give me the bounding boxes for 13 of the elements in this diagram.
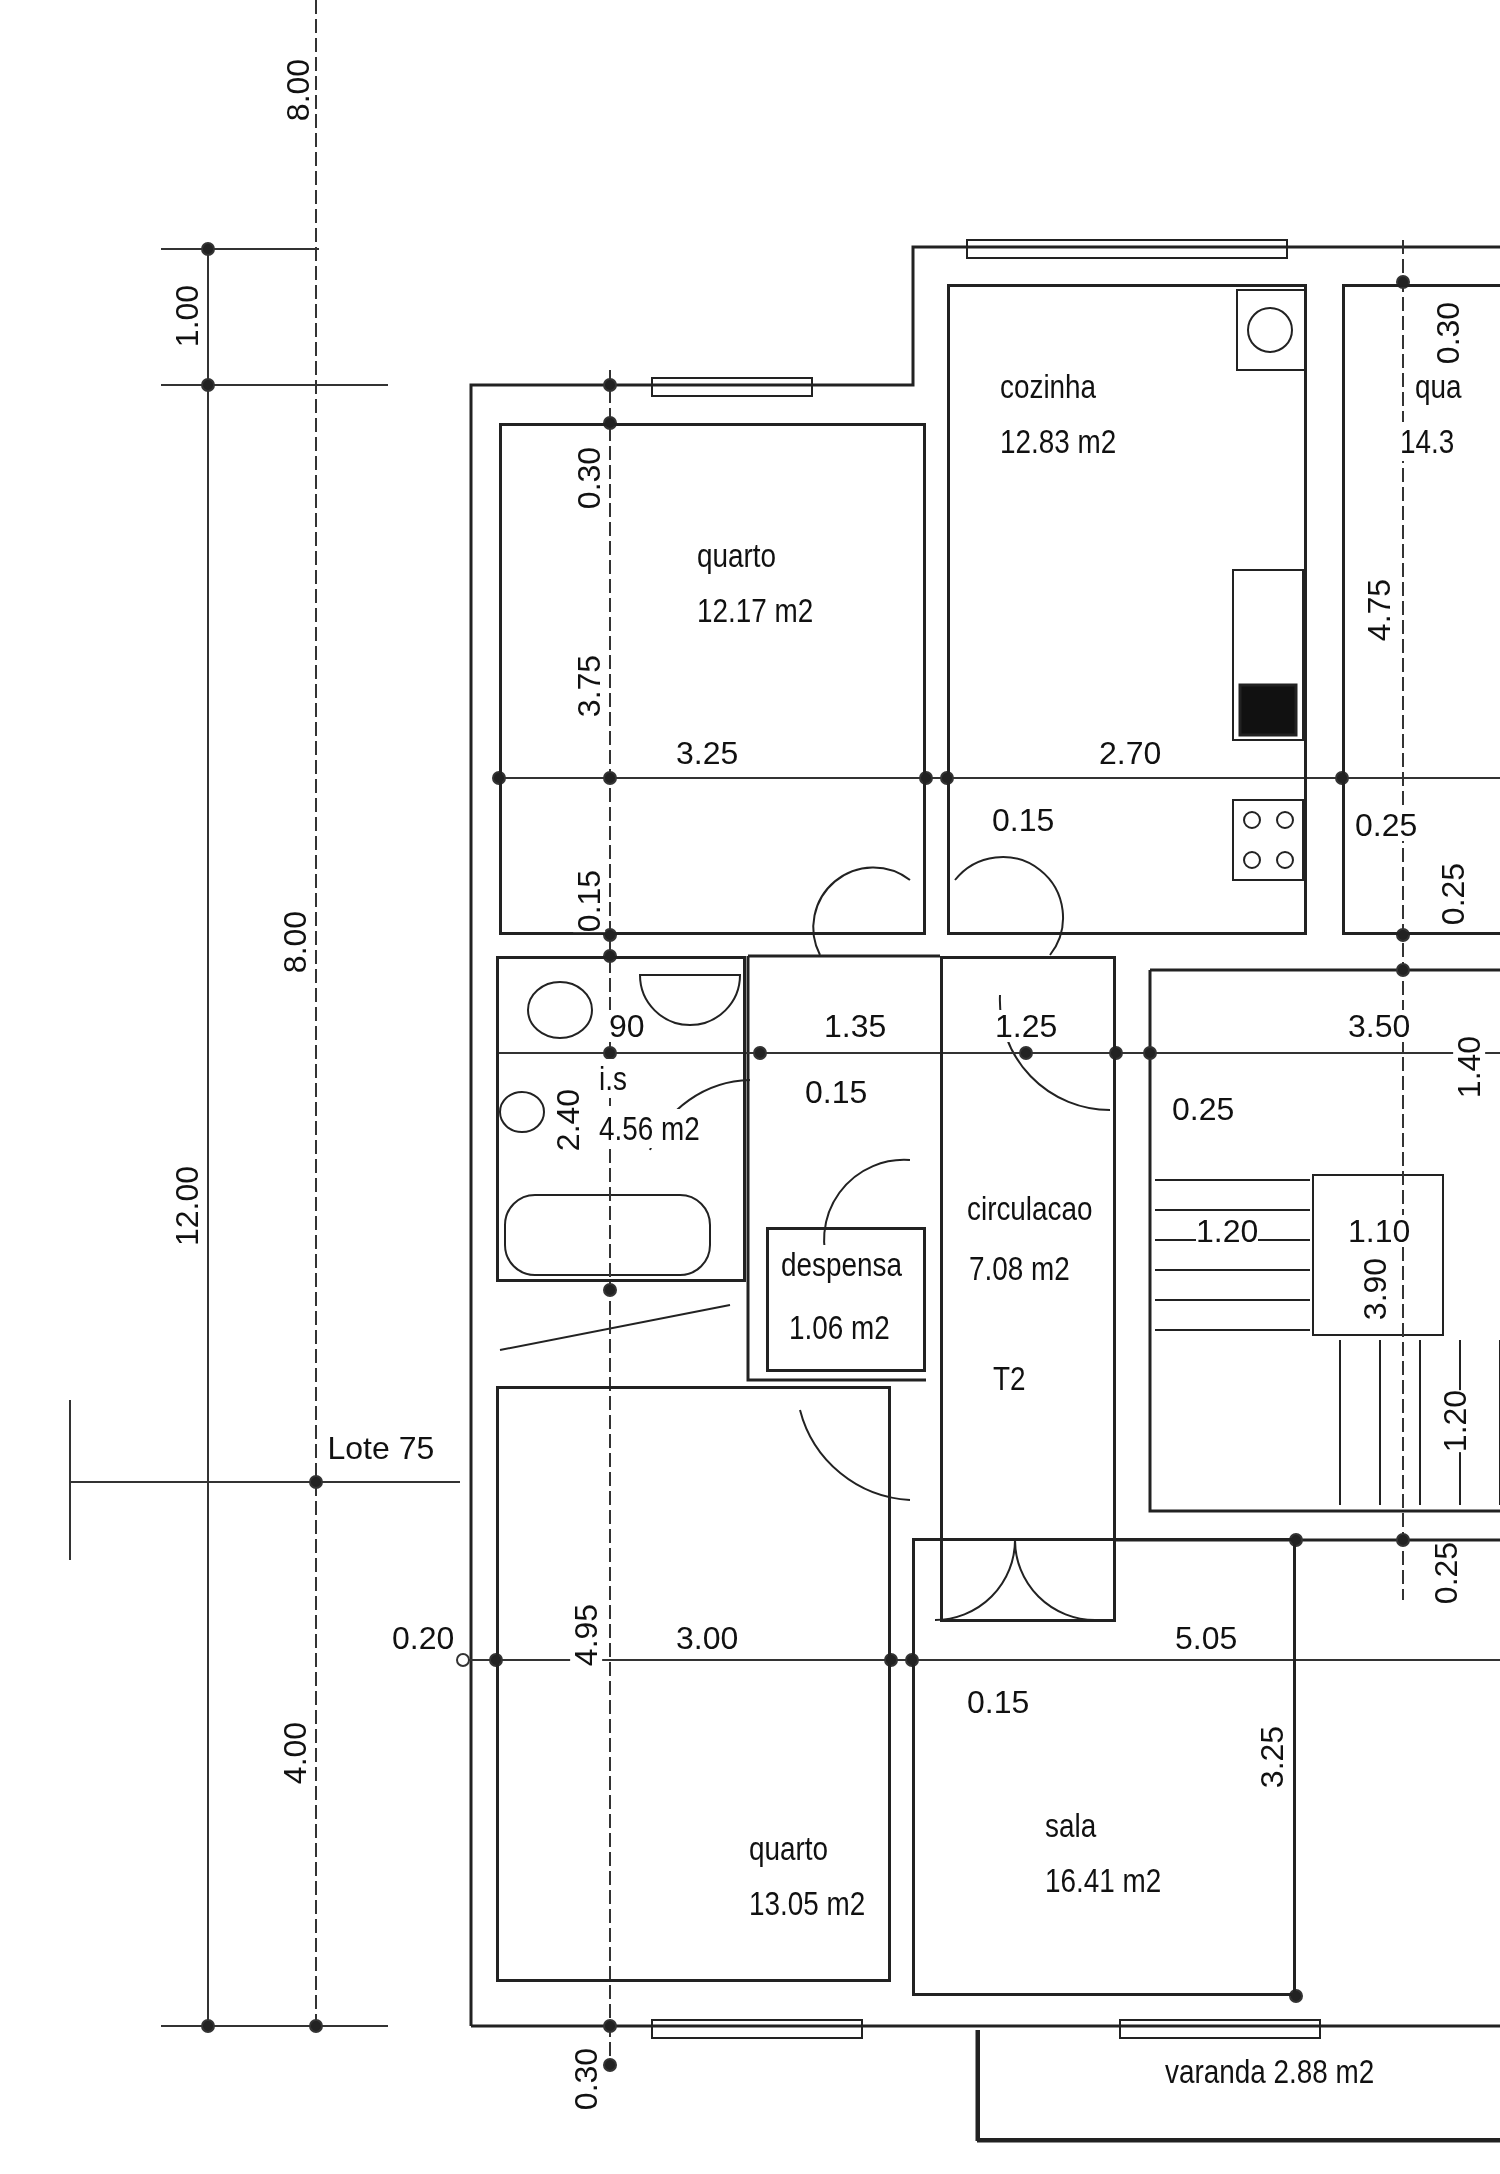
dimension-label: 4.95 [570,1603,603,1667]
room-area: 14.3 [1400,422,1455,461]
dimension-label: 0.15 [573,869,606,933]
room-outline [977,2030,1500,2141]
room-name: despensa [781,1245,902,1284]
dimension-label: 3.50 [1348,1010,1411,1042]
dimension-label: 1.25 [995,1010,1058,1042]
dimension-label: 1.40 [1453,1035,1486,1099]
dimension-label: 0.25 [1355,809,1418,841]
dimension-label: 90 [609,1010,645,1042]
room-area: 4.56 m2 [599,1109,700,1148]
room-outline [766,1227,926,1372]
room-name: i.s [599,1059,627,1098]
